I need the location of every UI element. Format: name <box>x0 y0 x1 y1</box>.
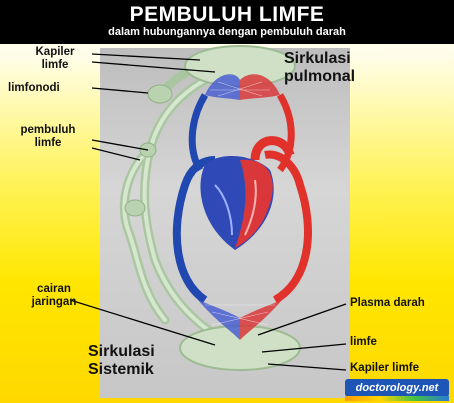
watermark-logo: doctorology.net <box>345 379 449 397</box>
label-plasma-darah: Plasma darah <box>350 297 425 309</box>
lymph-node <box>124 199 146 217</box>
leader-line <box>267 363 347 371</box>
label-pembuluh-limfe: pembuluh limfe <box>20 124 76 150</box>
systemic-vein <box>172 156 216 304</box>
label-sirkulasi-pulmonal: Sirkulasi pulmonal <box>284 50 356 86</box>
pulmonary-capillary-bed <box>205 74 280 100</box>
label-sirkulasi-sistemik: Sirkulasi Sistemik <box>88 343 155 379</box>
title-bar <box>0 0 454 44</box>
leader-line <box>91 53 201 61</box>
leader-line <box>91 147 141 161</box>
leader-line <box>257 303 347 336</box>
label-cairan-jaringan: cairan jaringan <box>31 283 77 309</box>
aorta-arch <box>250 136 295 161</box>
watermark-bar <box>345 396 449 401</box>
lymph-node <box>147 84 173 104</box>
label-kapiler-limfe-bottom: Kapiler limfe <box>350 362 420 374</box>
label-kapiler-limfe-top: Kapiler limfe <box>35 46 75 72</box>
leader-line <box>261 343 347 353</box>
label-limfe: limfe <box>350 336 377 348</box>
page-title: PEMBULUH LIMFE <box>129 3 325 26</box>
leader-line <box>69 299 216 346</box>
systemic-artery <box>264 150 312 304</box>
systemic-capillary-bed <box>198 300 282 340</box>
heart <box>200 155 274 250</box>
page-subtitle: dalam hubungannya dengan pembuluh darah <box>108 26 346 38</box>
leader-line <box>91 61 216 73</box>
leader-line <box>91 87 149 94</box>
label-limfonodi: limfonodi <box>8 82 60 94</box>
leader-line <box>91 139 149 151</box>
